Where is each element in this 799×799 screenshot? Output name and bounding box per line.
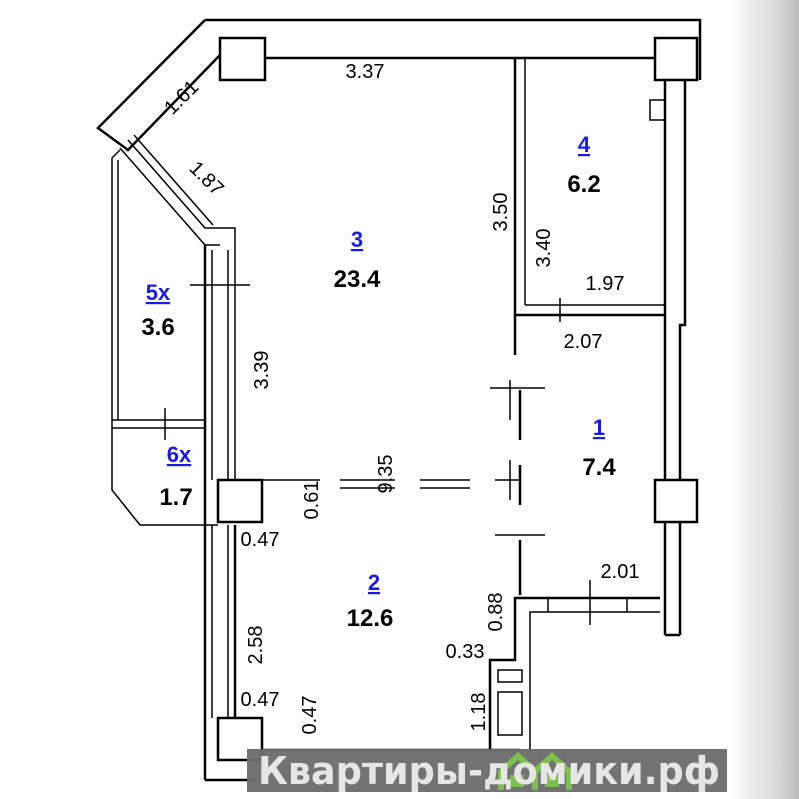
room-2-area: 12.6	[347, 605, 394, 632]
walls	[96, 18, 702, 782]
dim-col-a: 0.61	[301, 481, 323, 520]
room-1-area: 7.4	[582, 454, 616, 481]
dim-col-b: 0.47	[241, 529, 280, 551]
room-6x-number: 6х	[167, 442, 192, 467]
dim-col-d: 0.47	[299, 696, 321, 735]
room-1-number: 1	[593, 415, 605, 440]
dim-center: 9.35	[375, 455, 397, 494]
room-4-number: 4	[578, 132, 591, 157]
room-3-area: 23.4	[334, 266, 381, 293]
dim-diag-inner: 1.87	[185, 157, 228, 200]
edge-shadow	[729, 0, 799, 799]
dim-kitchen-b: 0.33	[446, 641, 485, 663]
dim-top: 3.37	[346, 61, 385, 83]
room-5x-area: 3.6	[141, 314, 174, 341]
watermark: Квартиры-домики.рф	[247, 749, 727, 793]
dim-left-wall-lower: 2.58	[245, 626, 267, 665]
dim-kitchen-a: 0.88	[485, 593, 507, 632]
dim-kitchen-top: 2.01	[601, 561, 640, 583]
room-2-number: 2	[368, 570, 380, 595]
dim-col-c: 0.47	[241, 689, 280, 711]
dim-diag-outer: 1.61	[160, 76, 203, 119]
dim-corridor-top: 2.07	[564, 331, 603, 353]
watermark-text: Квартиры-домики.рф	[258, 749, 720, 793]
dim-kitchen-c: 1.18	[468, 693, 490, 732]
house-icon	[498, 752, 572, 790]
dimension-labels: 3.37 1.61 1.87 3.50 3.40 1.97 2.07 3.39 …	[160, 61, 639, 734]
room-5x-number: 5х	[146, 280, 171, 305]
dim-room4-right: 3.40	[533, 229, 555, 268]
dim-left-wall-upper: 3.39	[251, 351, 273, 390]
dim-room4-left: 3.50	[490, 193, 512, 232]
dim-room4-bottom: 1.97	[586, 273, 625, 295]
room-6x-area: 1.7	[159, 484, 192, 511]
room-3-number: 3	[351, 227, 363, 252]
room-4-area: 6.2	[567, 171, 600, 198]
